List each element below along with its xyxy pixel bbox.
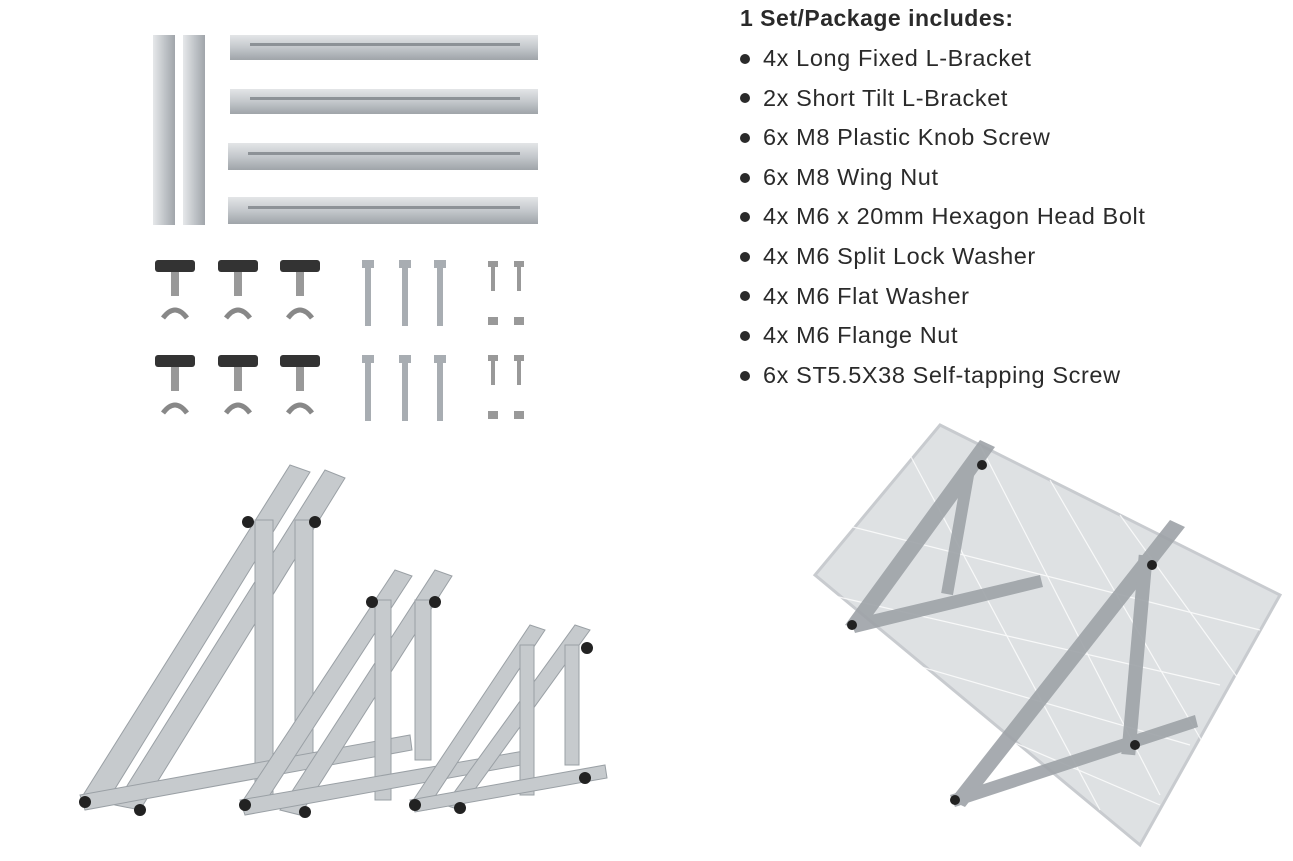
bullet-icon [740,291,750,302]
package-item: 4x M6 Flat Washer [740,277,1145,317]
item-quantity: 6x [763,361,790,388]
package-title: 1 Set/Package includes: [740,5,1014,31]
bullet-icon [740,330,750,341]
item-name: M6 Flange Nut [796,322,959,349]
item-quantity: 4x [763,45,790,71]
item-name: Long Fixed L-Bracket [796,45,1032,71]
bullet-icon [740,251,750,262]
package-item: 4x Long Fixed L-Bracket [740,39,1145,79]
item-name: M6 Split Lock Washer [796,242,1036,269]
bullet-icon [740,93,750,104]
solar-panel [812,423,1283,848]
mount-brackets [845,440,1198,807]
solar-panel-mount-illustration [812,423,1283,848]
package-contents: 1 Set/Package includes: 4x Long Fixed L-… [740,3,1145,395]
item-name: M6 x 20mm Hexagon Head Bolt [796,203,1146,230]
bullet-icon [740,53,750,64]
short-tilt-brackets [153,35,205,225]
item-name: M6 Flat Washer [796,282,970,309]
item-quantity: 2x [763,84,790,111]
parts-illustration [153,35,538,421]
item-quantity: 4x [763,242,790,269]
package-item: 4x M6 x 20mm Hexagon Head Bolt [740,197,1145,237]
package-item: 4x M6 Split Lock Washer [740,237,1145,277]
item-quantity: 4x [763,203,790,230]
package-item: 6x M8 Wing Nut [740,158,1145,198]
item-name: M8 Plastic Knob Screw [796,124,1051,151]
self-tapping-screws [362,260,446,421]
package-item: 2x Short Tilt L-Bracket [740,79,1145,119]
package-item: 4x M6 Flange Nut [740,316,1145,356]
item-name: Short Tilt L-Bracket [796,84,1008,111]
bullet-icon [740,132,750,143]
long-fixed-brackets [228,35,538,224]
bullet-icon [740,172,750,183]
knob-screws-and-wing-nuts [155,260,320,415]
item-name: ST5.5X38 Self-tapping Screw [796,361,1121,388]
knobs [79,516,593,818]
package-item: 6x ST5.5X38 Self-tapping Screw [740,356,1145,396]
package-item: 6x M8 Plastic Knob Screw [740,118,1145,158]
bullet-icon [740,370,750,381]
item-quantity: 6x [763,163,790,190]
item-quantity: 6x [763,124,790,151]
assembled-brackets-illustration [79,464,608,818]
bullet-icon [740,212,750,223]
item-name: M8 Wing Nut [796,163,939,190]
item-quantity: 4x [763,322,790,349]
hex-bolts-and-nuts [488,261,524,419]
item-quantity: 4x [763,282,790,309]
